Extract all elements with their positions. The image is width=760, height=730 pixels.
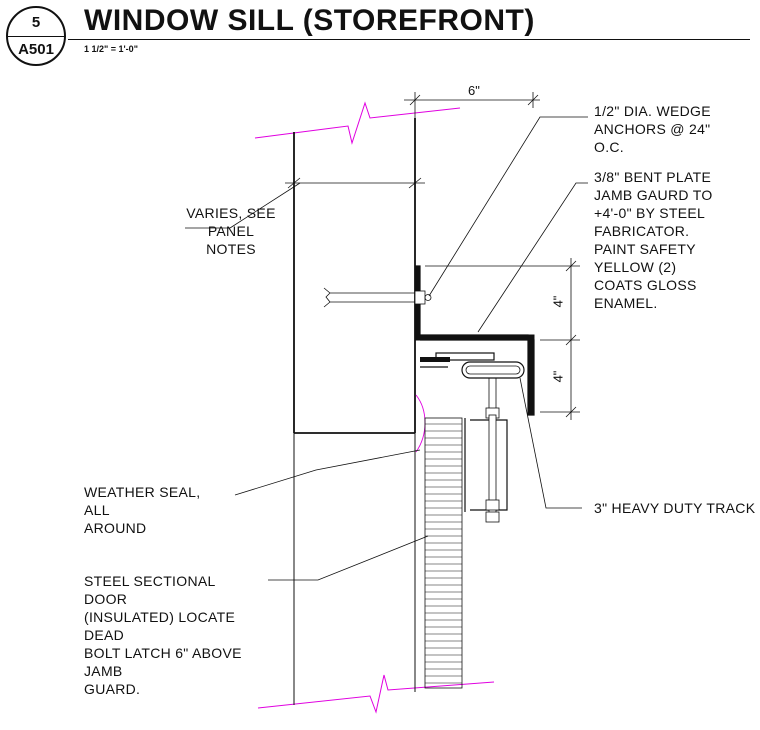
width-dimension	[404, 92, 540, 122]
track-assembly	[420, 352, 525, 523]
varies-dimension	[285, 177, 425, 189]
varies-note: VARIES, SEE PANEL NOTES	[186, 205, 276, 257]
door-panels	[424, 417, 463, 689]
weather-seal-note: WEATHER SEAL, ALL AROUND	[84, 484, 201, 536]
upper-height-label: 4"	[550, 295, 566, 308]
sheet-number: A501	[18, 41, 54, 58]
jamb-guard-note: 3/8" BENT PLATE JAMB GAURD TO +4'-0" BY …	[594, 169, 713, 311]
wedge-anchor	[323, 287, 432, 308]
weather-seal	[415, 394, 426, 453]
anchors-note: 1/2" DIA. WEDGE ANCHORS @ 24" O.C.	[594, 103, 711, 155]
track-note: 3" HEAVY DUTY TRACK	[594, 500, 756, 516]
break-line-bottom	[257, 674, 495, 714]
detail-scale: 1 1/2" = 1'-0"	[84, 44, 138, 54]
leader-lines	[185, 116, 588, 581]
detail-title: WINDOW SILL (STOREFRONT)	[84, 4, 535, 37]
door-panel-hatch	[425, 423, 462, 684]
bubble-divider	[8, 36, 64, 37]
jamb-guard	[414, 265, 535, 416]
detail-number: 5	[31, 14, 41, 31]
lower-height-label: 4"	[550, 370, 566, 383]
wall-section	[293, 118, 416, 705]
title-underline	[68, 39, 750, 40]
height-dimensions	[425, 258, 580, 420]
break-line-top	[254, 101, 461, 145]
width-dimension-label: 6"	[468, 83, 480, 98]
detail-bubble: 5 A501	[6, 6, 66, 66]
steel-door-note: STEEL SECTIONAL DOOR (INSULATED) LOCATE …	[84, 573, 242, 697]
